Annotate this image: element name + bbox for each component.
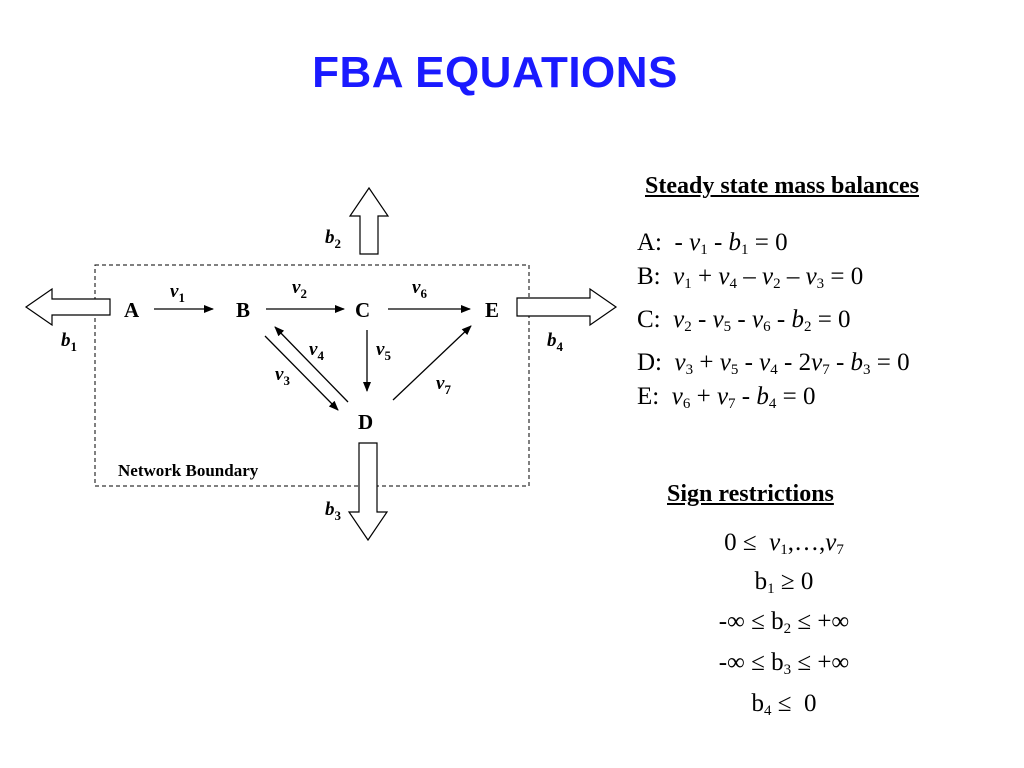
mass-balance-equation: C: v2 - v5 - v6 - b2 = 0 [637,307,851,335]
b4-label: b4 [547,330,564,354]
v6-label: v6 [412,277,427,301]
equation-text: E: v6 + v7 - b4 = 0 [637,383,816,412]
sign-restriction-line: 0 ≤ v1,…,v7 [684,530,884,558]
node-a: A [124,298,140,322]
sign-restriction-line: b4 ≤ 0 [684,691,884,719]
sign-restriction-text: 0 ≤ v1,…,v7 [724,529,844,558]
v5-label: v5 [376,339,391,363]
b3-exchange-arrow [347,442,389,542]
v7-label: v7 [436,373,451,397]
b4-exchange-arrow [516,287,618,327]
v4-label: v4 [309,339,324,363]
mass-balance-equation: B: v1 + v4 – v2 – v3 = 0 [637,264,863,292]
node-b: B [236,298,250,322]
b2-exchange-arrow [348,186,390,255]
v3-label: v3 [275,364,290,388]
v1-label: v1 [170,281,185,305]
network-boundary-label: Network Boundary [118,461,259,480]
equation-text: B: v1 + v4 – v2 – v3 = 0 [637,263,864,292]
sign-restriction-line: -∞ ≤ b3 ≤ +∞ [684,650,884,678]
sign-restriction-line: b1 ≥ 0 [684,569,884,597]
b2-label: b2 [325,227,341,251]
sign-restriction-text: -∞ ≤ b2 ≤ +∞ [718,608,850,637]
node-c: C [355,298,370,322]
network-boundary-box [94,264,530,487]
mass-balance-equation: E: v6 + v7 - b4 = 0 [637,384,815,412]
sign-restriction-text: b1 ≥ 0 [754,568,814,597]
v2-label: v2 [292,277,307,301]
v4-arrow [274,326,349,403]
equation-text: A: - v1 - b1 = 0 [637,229,788,258]
sign-restriction-text: b4 ≤ 0 [751,690,817,719]
v3-arrow [264,335,339,411]
v7-arrow [392,325,472,401]
sign-restriction-text: -∞ ≤ b3 ≤ +∞ [718,649,850,678]
b1-label: b1 [61,330,77,354]
b3-label: b3 [325,499,342,523]
page-title: FBA EQUATIONS [312,48,678,97]
equation-text: C: v2 - v5 - v6 - b2 = 0 [637,306,851,335]
b1-exchange-arrow [24,287,111,327]
mass-balances-heading: Steady state mass balances [645,173,919,199]
sign-restrictions-heading: Sign restrictions [667,481,834,507]
sign-restriction-line: -∞ ≤ b2 ≤ +∞ [684,609,884,637]
mass-balance-equation: D: v3 + v5 - v4 - 2v7 - b3 = 0 [637,350,910,378]
node-d: D [358,410,373,434]
node-e: E [485,298,499,322]
mass-balance-equation: A: - v1 - b1 = 0 [637,230,788,258]
equation-text: D: v3 + v5 - v4 - 2v7 - b3 = 0 [637,349,910,378]
